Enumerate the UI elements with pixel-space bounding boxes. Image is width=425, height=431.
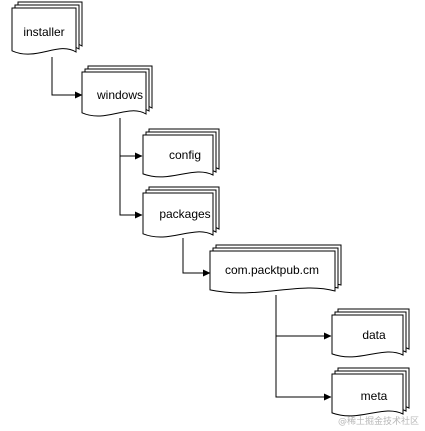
front-page [11, 7, 77, 55]
node-installer-label: installer [23, 25, 64, 39]
node-data-label: data [362, 328, 386, 342]
node-installer[interactable]: installer [11, 1, 83, 55]
front-page [81, 71, 147, 117]
edge-com-packtpub-cm-data [275, 295, 332, 340]
folder-nodes: installer windows config packages com.pa… [11, 1, 410, 417]
node-packages-label: packages [159, 207, 210, 221]
node-com-packtpub-cm[interactable]: com.packtpub.cm [209, 244, 342, 294]
document-stack-icon [11, 1, 83, 55]
document-stack-icon [81, 65, 153, 117]
front-page [142, 192, 214, 238]
connectors [51, 57, 332, 401]
document-stack-icon [331, 308, 410, 358]
front-page [331, 314, 404, 358]
watermark: @稀土掘金技术社区 [337, 417, 419, 427]
node-config-label: config [169, 148, 201, 162]
node-meta[interactable]: meta [331, 367, 410, 417]
edge-windows-packages [119, 156, 143, 219]
edge-windows-config [119, 118, 143, 160]
node-windows[interactable]: windows [81, 65, 153, 117]
node-meta-label: meta [361, 389, 388, 403]
node-config[interactable]: config [142, 128, 220, 178]
document-stack-icon [331, 367, 410, 417]
document-stack-icon [142, 128, 220, 178]
node-windows-label: windows [96, 88, 143, 102]
node-com-packtpub-cm-label: com.packtpub.cm [225, 263, 319, 277]
front-page [209, 250, 336, 294]
edge-installer-windows [51, 57, 83, 99]
front-page [331, 373, 404, 417]
document-stack-icon [142, 186, 220, 238]
document-stack-icon [209, 244, 342, 294]
node-data[interactable]: data [331, 308, 410, 358]
front-page [142, 134, 214, 178]
edge-packages-com-packtpub-cm [182, 238, 211, 277]
edge-com-packtpub-cm-meta [275, 336, 332, 401]
node-packages[interactable]: packages [142, 186, 220, 238]
